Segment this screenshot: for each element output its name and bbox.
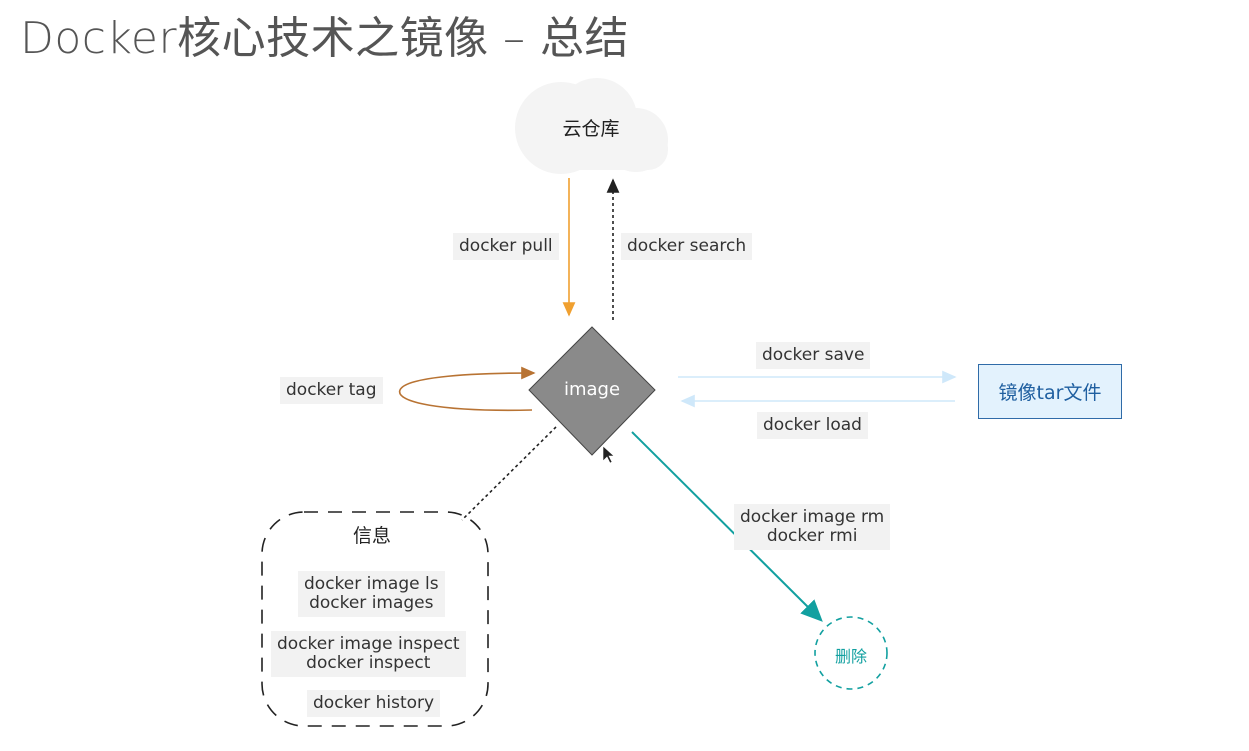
cloud-label: 云仓库 <box>562 118 620 140</box>
info-command-line: docker image inspect <box>277 634 460 654</box>
delete-label: 删除 <box>834 647 867 666</box>
search-label: docker search <box>621 233 753 260</box>
info-command-history: docker history <box>307 690 441 717</box>
image-node[interactable] <box>528 326 656 456</box>
tag-loop-arrow <box>398 366 536 412</box>
info-command-line: docker images <box>309 593 434 613</box>
tar-file-node[interactable]: 镜像tar文件 <box>978 364 1122 419</box>
save-label: docker save <box>756 342 871 369</box>
cursor-icon <box>602 445 615 464</box>
tag-label: docker tag <box>280 377 383 404</box>
info-connector <box>461 426 557 521</box>
info-title: 信息 <box>352 525 391 547</box>
delete-arrow <box>631 431 823 622</box>
tar-file-label: 镜像tar文件 <box>998 382 1102 404</box>
info-command-line: docker inspect <box>306 653 431 673</box>
page-title: Docker核心技术之镜像 – 总结 <box>20 13 630 64</box>
delete-node[interactable] <box>814 616 888 690</box>
info-box <box>261 511 489 727</box>
rm-command-1: docker image rm <box>740 507 885 527</box>
rm-command-2: docker rmi <box>766 526 858 546</box>
info-command-line: docker image ls <box>304 574 439 594</box>
image-label: image <box>563 379 621 400</box>
load-label: docker load <box>757 412 868 439</box>
cloud-shape <box>515 78 668 174</box>
pull-label: docker pull <box>453 233 559 260</box>
info-command-ls: docker image ls docker images <box>298 571 445 617</box>
info-command-inspect: docker image inspect docker inspect <box>271 631 466 677</box>
rm-label: docker image rm docker rmi <box>734 504 891 550</box>
info-command-line: docker history <box>313 693 435 713</box>
